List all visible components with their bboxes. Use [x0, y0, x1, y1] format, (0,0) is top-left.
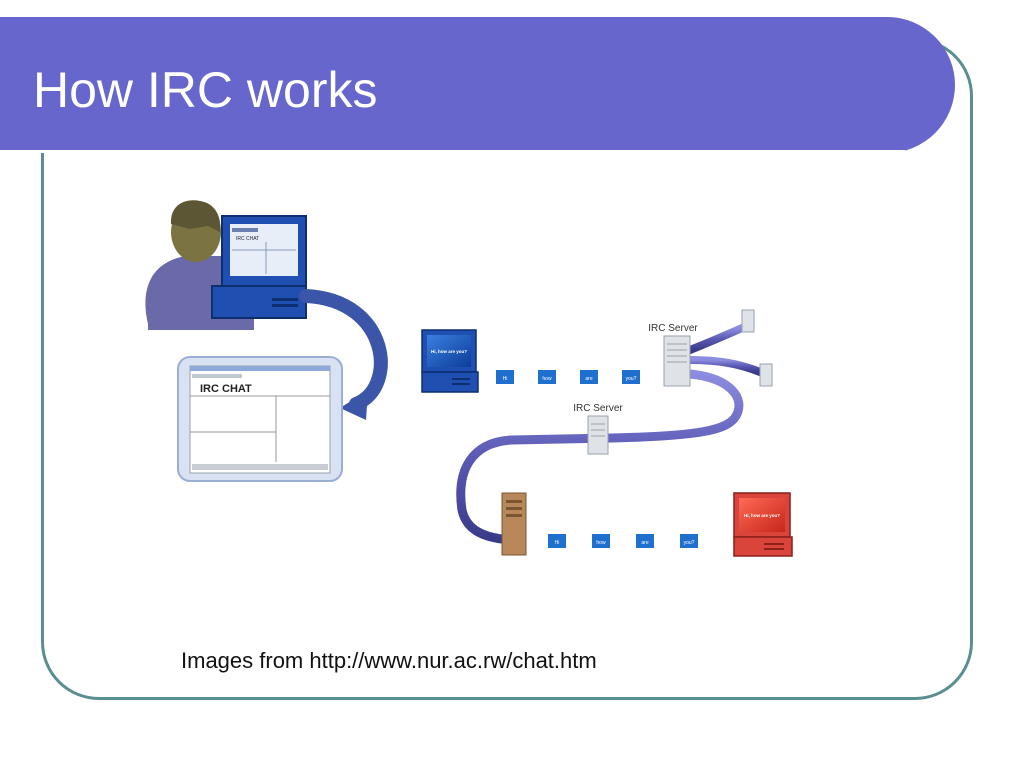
person-hair	[170, 200, 221, 232]
svg-text:IRC CHAT: IRC CHAT	[236, 236, 259, 242]
server-branch-right	[686, 356, 764, 376]
packet-label: Hi	[555, 540, 560, 546]
slide-title: How IRC works	[33, 62, 378, 118]
top-packet-3: are	[580, 370, 598, 384]
irc-server-2-label: IRC Server	[573, 403, 623, 414]
irc-chat-window: IRC CHAT	[177, 356, 343, 482]
remote-node-top	[741, 309, 755, 333]
receiver-cpu	[733, 536, 793, 557]
server-branch-up	[686, 324, 746, 354]
user-computer: IRC CHAT	[211, 215, 307, 319]
packet-label: you?	[626, 376, 637, 382]
receiver-computer: Hi, how are you?	[733, 492, 793, 557]
server-link-pipe	[456, 369, 744, 545]
sender-screen-message: Hi, how are you?	[431, 349, 467, 354]
curved-arrow	[299, 289, 388, 411]
packet-label: Hi	[503, 376, 508, 382]
irc-server-2: IRC Server	[573, 403, 623, 455]
irc-server-1: IRC Server	[648, 323, 698, 387]
packet-label: you?	[684, 540, 695, 546]
desktop-tower	[501, 492, 527, 556]
packet-label: how	[542, 376, 552, 382]
sender-computer: Hi, how are you?	[421, 329, 479, 393]
remote-node-right	[759, 363, 773, 387]
user-cpu	[211, 285, 307, 319]
curved-arrow-head	[340, 390, 368, 420]
irc-server-1-label: IRC Server	[648, 323, 698, 334]
bottom-packet-2: how	[592, 534, 610, 548]
bottom-packet-3: are	[636, 534, 654, 548]
packet-label: are	[641, 540, 648, 546]
receiver-screen-message: Hi, how are you?	[744, 513, 780, 518]
image-source-caption: Images from http://www.nur.ac.rw/chat.ht…	[181, 648, 597, 673]
bottom-packet-4: you?	[680, 534, 698, 548]
packet-label: are	[585, 376, 592, 382]
title-underline	[0, 150, 905, 153]
packet-label: how	[596, 540, 606, 546]
bottom-packet-1: Hi	[548, 534, 566, 548]
top-packet-2: how	[538, 370, 556, 384]
irc-chat-window-title: IRC CHAT	[200, 383, 252, 395]
top-packet-1: Hi	[496, 370, 514, 384]
sender-cpu	[421, 371, 479, 393]
top-packet-4: you?	[622, 370, 640, 384]
title-bar: How IRC works	[0, 17, 955, 153]
